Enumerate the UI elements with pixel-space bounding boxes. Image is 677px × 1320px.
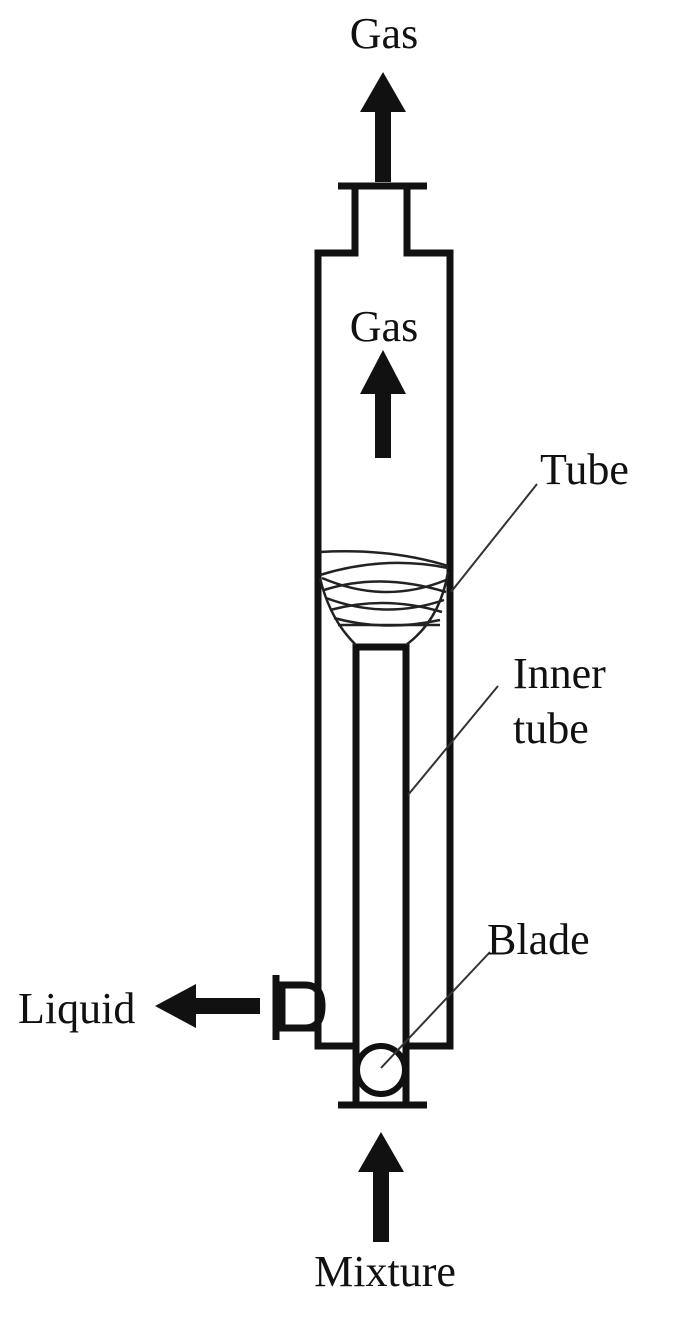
inner-tube-label-line1: Inner (513, 649, 606, 698)
gas-top-arrow-icon (360, 72, 406, 182)
blade-icon (354, 1043, 408, 1097)
liquid-outlet-pipe (278, 981, 326, 1046)
mixture-label: Mixture (314, 1247, 456, 1296)
inner-tube-label-line2: tube (513, 704, 589, 753)
tube-label: Tube (540, 445, 629, 494)
inner-tube (352, 643, 410, 1103)
blade-label: Blade (487, 915, 590, 964)
gas-inner-label: Gas (349, 302, 419, 351)
liquid-arrow-icon (155, 984, 260, 1028)
gas-inner-arrow-icon (360, 350, 406, 458)
tube-leader-line (450, 483, 538, 593)
mixture-arrow-icon (358, 1132, 404, 1242)
inner-tube-leader-line (407, 685, 499, 796)
gas-top-label: Gas (349, 9, 419, 58)
liquid-label: Liquid (18, 984, 136, 1033)
outer-column (314, 186, 454, 1050)
blade-leader-line (380, 951, 491, 1069)
spiral-tube-icon (318, 550, 450, 647)
